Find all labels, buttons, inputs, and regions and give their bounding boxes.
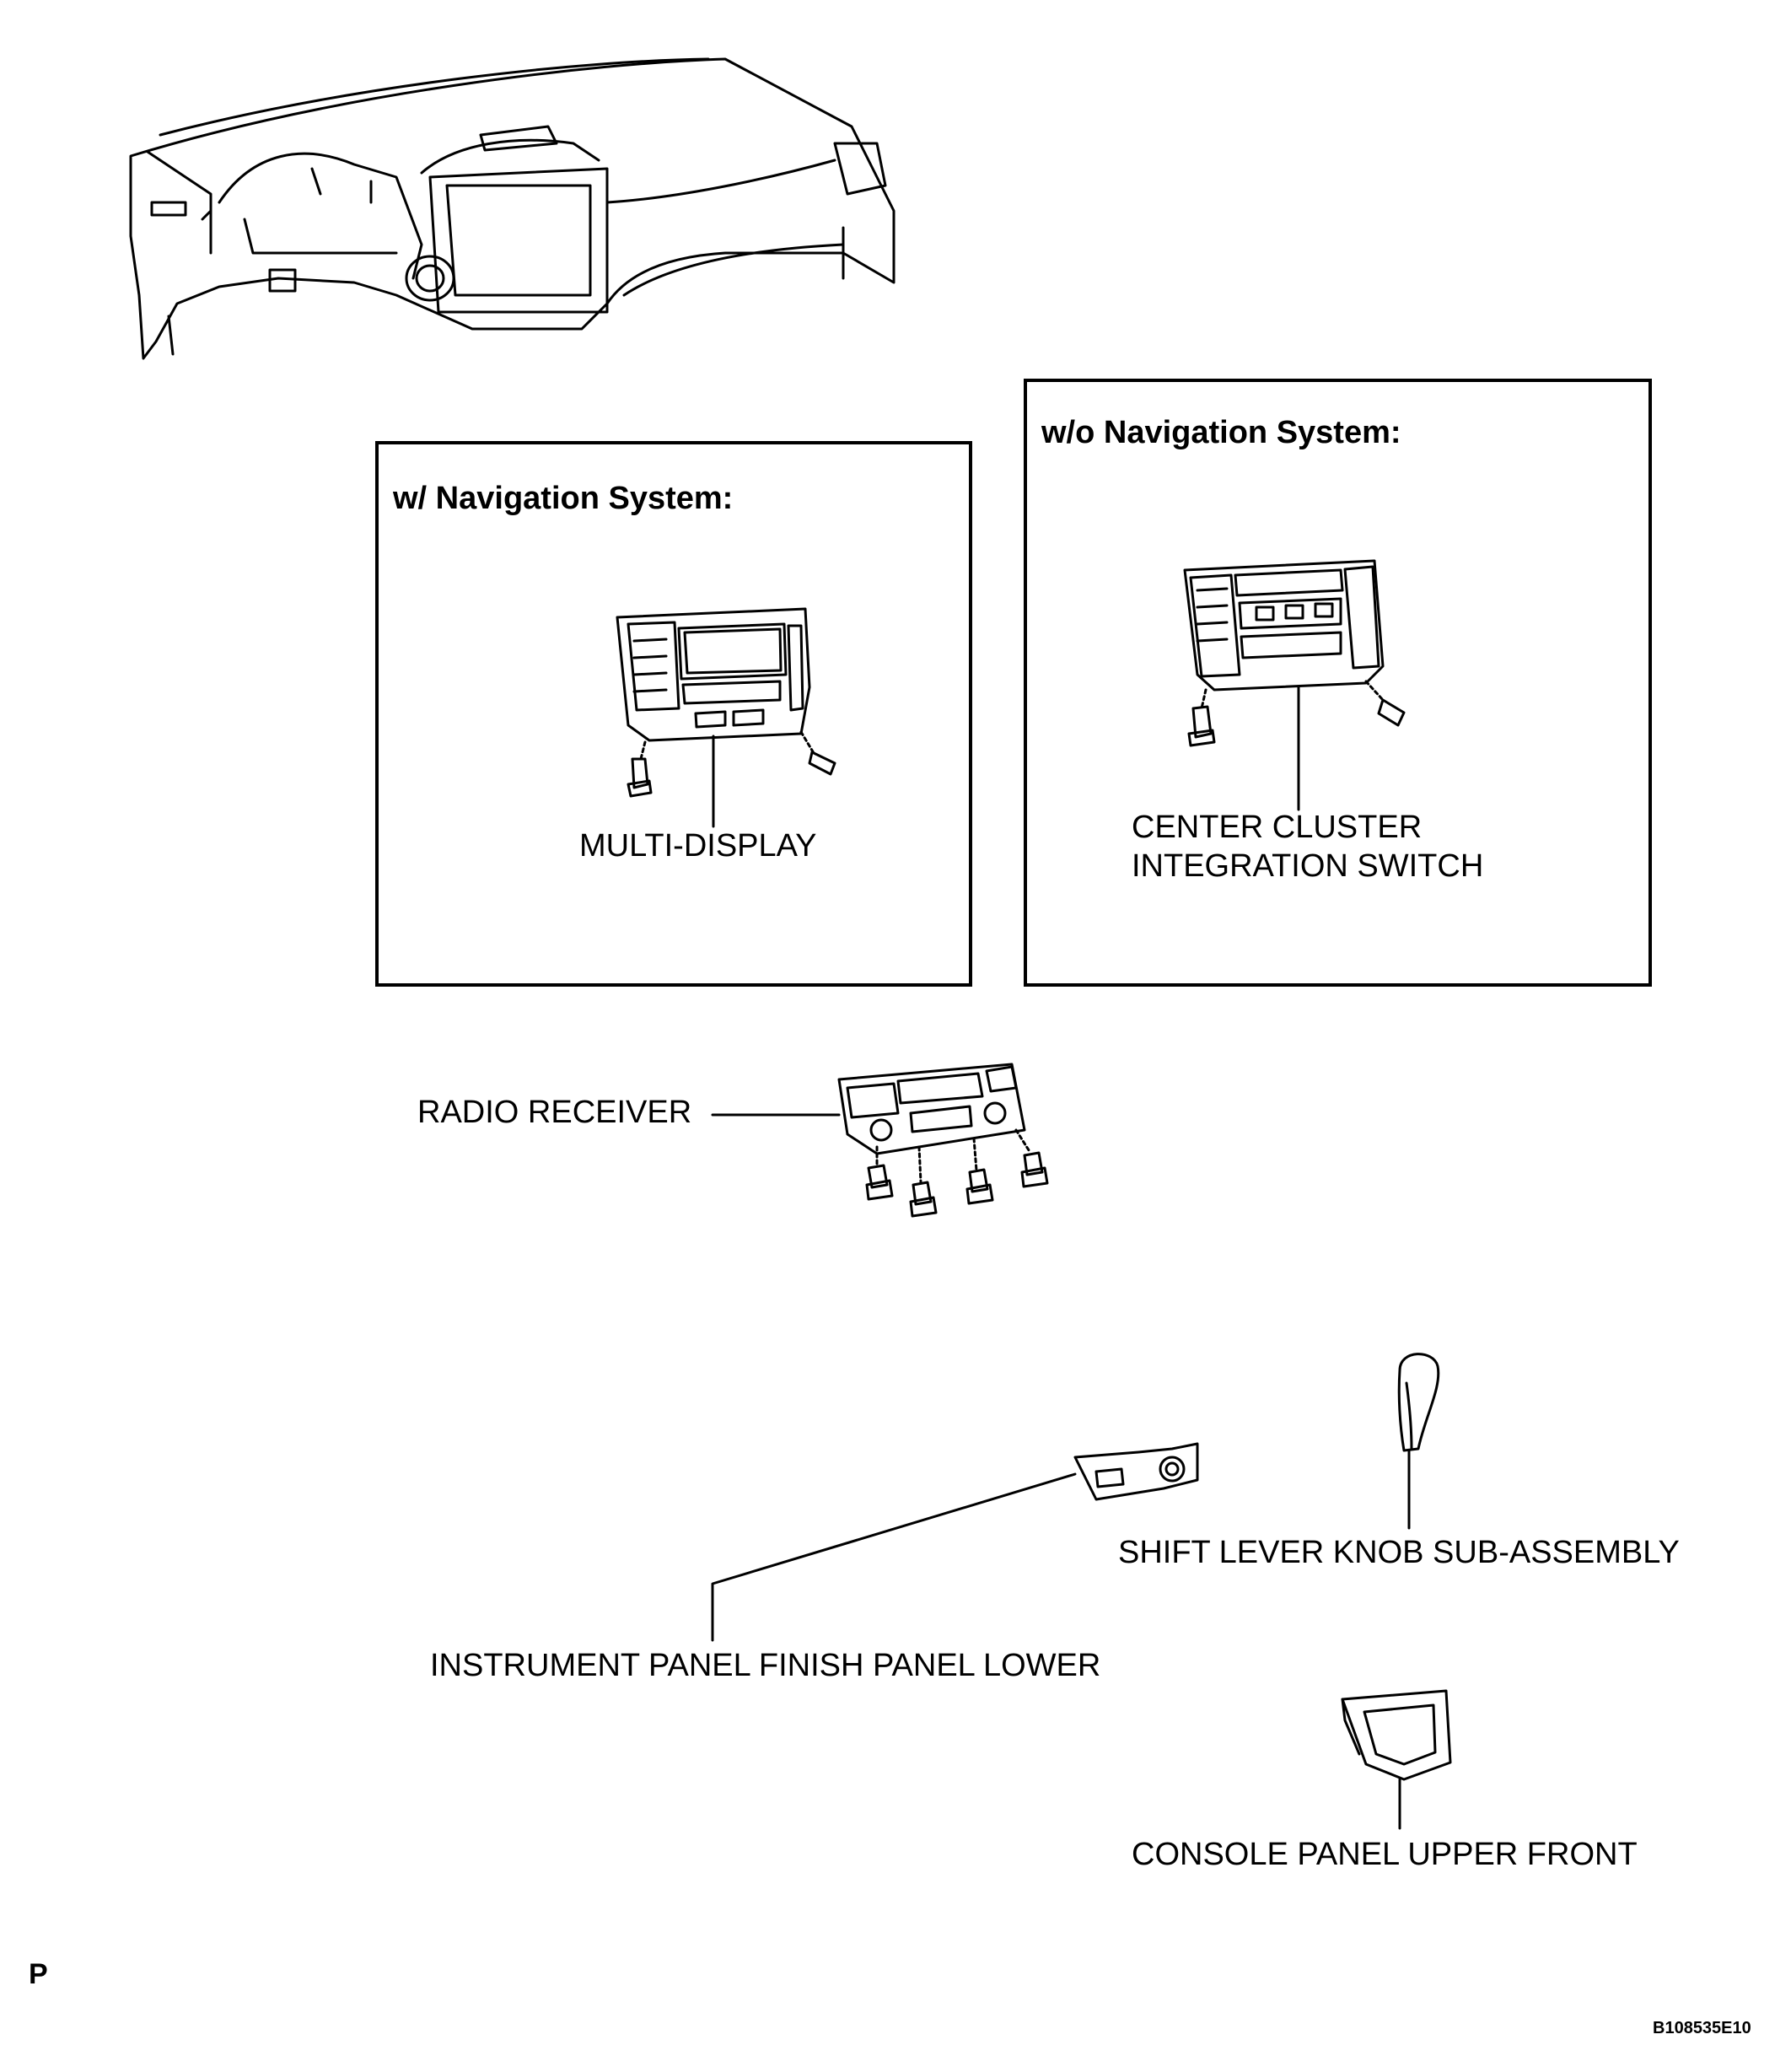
corner-mark: P <box>29 1958 48 1990</box>
instrument-panel-drawing <box>129 57 896 360</box>
figure-code: B108535E10 <box>1653 2019 1751 2037</box>
without-navigation-box <box>1024 379 1652 987</box>
shift-knob-label: SHIFT LEVER KNOB SUB-ASSEMBLY <box>1118 1535 1680 1570</box>
multi-display-drawing <box>616 607 836 828</box>
console-panel-drawing <box>1341 1689 1452 1830</box>
with-navigation-box <box>375 441 972 987</box>
multi-display-label: MULTI-DISPLAY <box>579 828 817 864</box>
without-navigation-heading: w/o Navigation System: <box>1041 415 1401 450</box>
finish-panel-lower-label: INSTRUMENT PANEL FINISH PANEL LOWER <box>430 1648 1101 1683</box>
center-cluster-label-line2: INTEGRATION SWITCH <box>1132 848 1484 884</box>
center-cluster-drawing <box>1183 559 1406 811</box>
shift-knob-drawing <box>1397 1353 1440 1530</box>
center-cluster-label-line1: CENTER CLUSTER <box>1132 810 1423 845</box>
finish-panel-lower-drawing <box>711 1442 1199 1642</box>
console-panel-label: CONSOLE PANEL UPPER FRONT <box>1132 1837 1638 1872</box>
radio-receiver-label: RADIO RECEIVER <box>417 1095 692 1130</box>
with-navigation-heading: w/ Navigation System: <box>393 481 734 516</box>
radio-receiver-drawing <box>711 1063 1049 1218</box>
